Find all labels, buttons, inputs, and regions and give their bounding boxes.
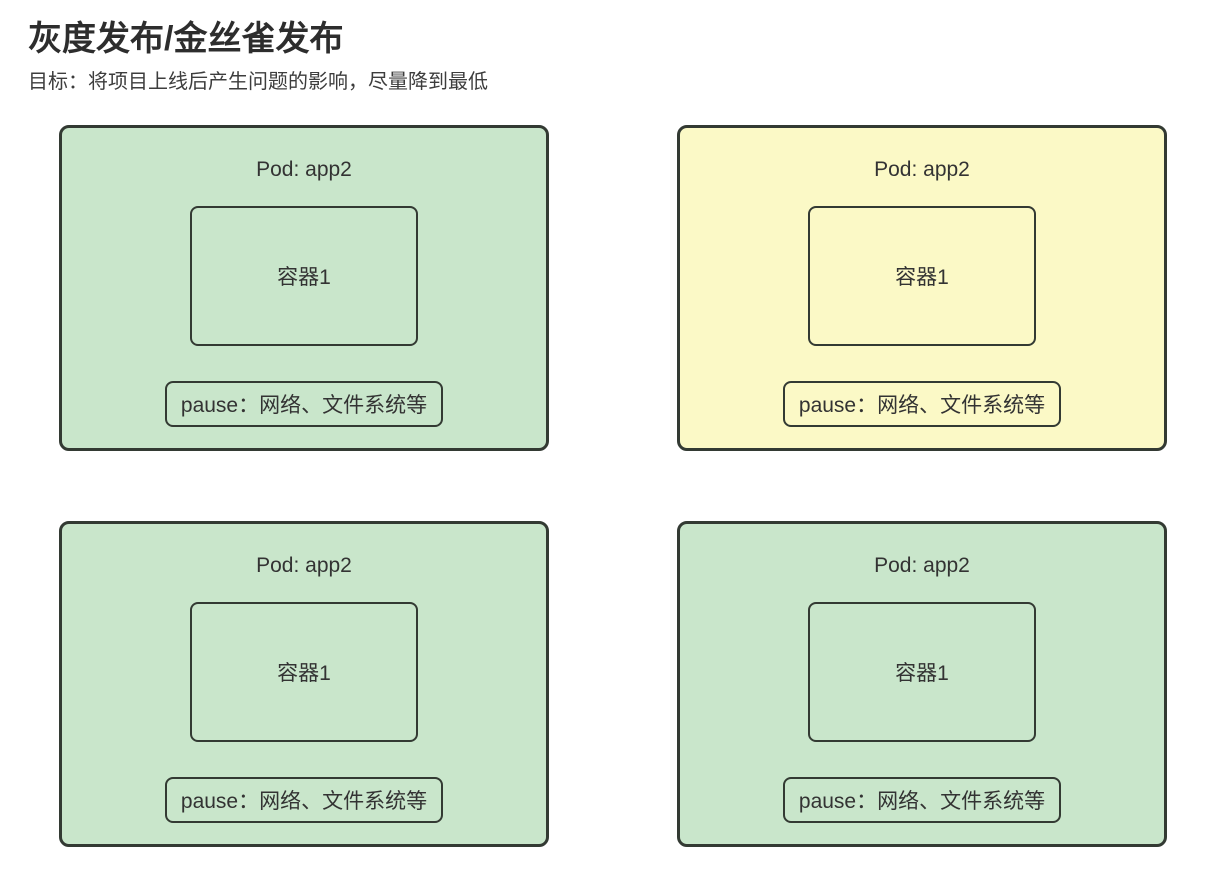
pod-card-bottom-right: Pod: app2 容器1 pause：网络、文件系统等 — [677, 521, 1167, 847]
container-box: 容器1 — [808, 206, 1036, 346]
page-title: 灰度发布/金丝雀发布 — [28, 20, 344, 58]
container-label: 容器1 — [895, 266, 949, 289]
pod-card-top-left: Pod: app2 容器1 pause：网络、文件系统等 — [59, 125, 549, 451]
pause-label: pause：网络、文件系统等 — [798, 790, 1046, 813]
pause-label: pause：网络、文件系统等 — [180, 394, 428, 417]
pause-label: pause：网络、文件系统等 — [798, 394, 1046, 417]
pause-box: pause：网络、文件系统等 — [783, 777, 1061, 823]
pod-title: Pod: app2 — [874, 554, 970, 577]
page-header: 灰度发布/金丝雀发布 目标：将项目上线后产生问题的影响，尽量降到最低 — [28, 18, 488, 94]
pause-box: pause：网络、文件系统等 — [165, 777, 443, 823]
container-label: 容器1 — [277, 662, 331, 685]
pod-title: Pod: app2 — [256, 158, 352, 181]
pause-label: pause：网络、文件系统等 — [180, 790, 428, 813]
container-box: 容器1 — [808, 602, 1036, 742]
container-box: 容器1 — [190, 602, 418, 742]
pause-box: pause：网络、文件系统等 — [165, 381, 443, 427]
container-label: 容器1 — [277, 266, 331, 289]
pod-title: Pod: app2 — [256, 554, 352, 577]
page-subtitle: 目标：将项目上线后产生问题的影响，尽量降到最低 — [28, 70, 488, 93]
pause-box: pause：网络、文件系统等 — [783, 381, 1061, 427]
container-box: 容器1 — [190, 206, 418, 346]
pod-card-top-right: Pod: app2 容器1 pause：网络、文件系统等 — [677, 125, 1167, 451]
pod-card-bottom-left: Pod: app2 容器1 pause：网络、文件系统等 — [59, 521, 549, 847]
pod-title: Pod: app2 — [874, 158, 970, 181]
container-label: 容器1 — [895, 662, 949, 685]
